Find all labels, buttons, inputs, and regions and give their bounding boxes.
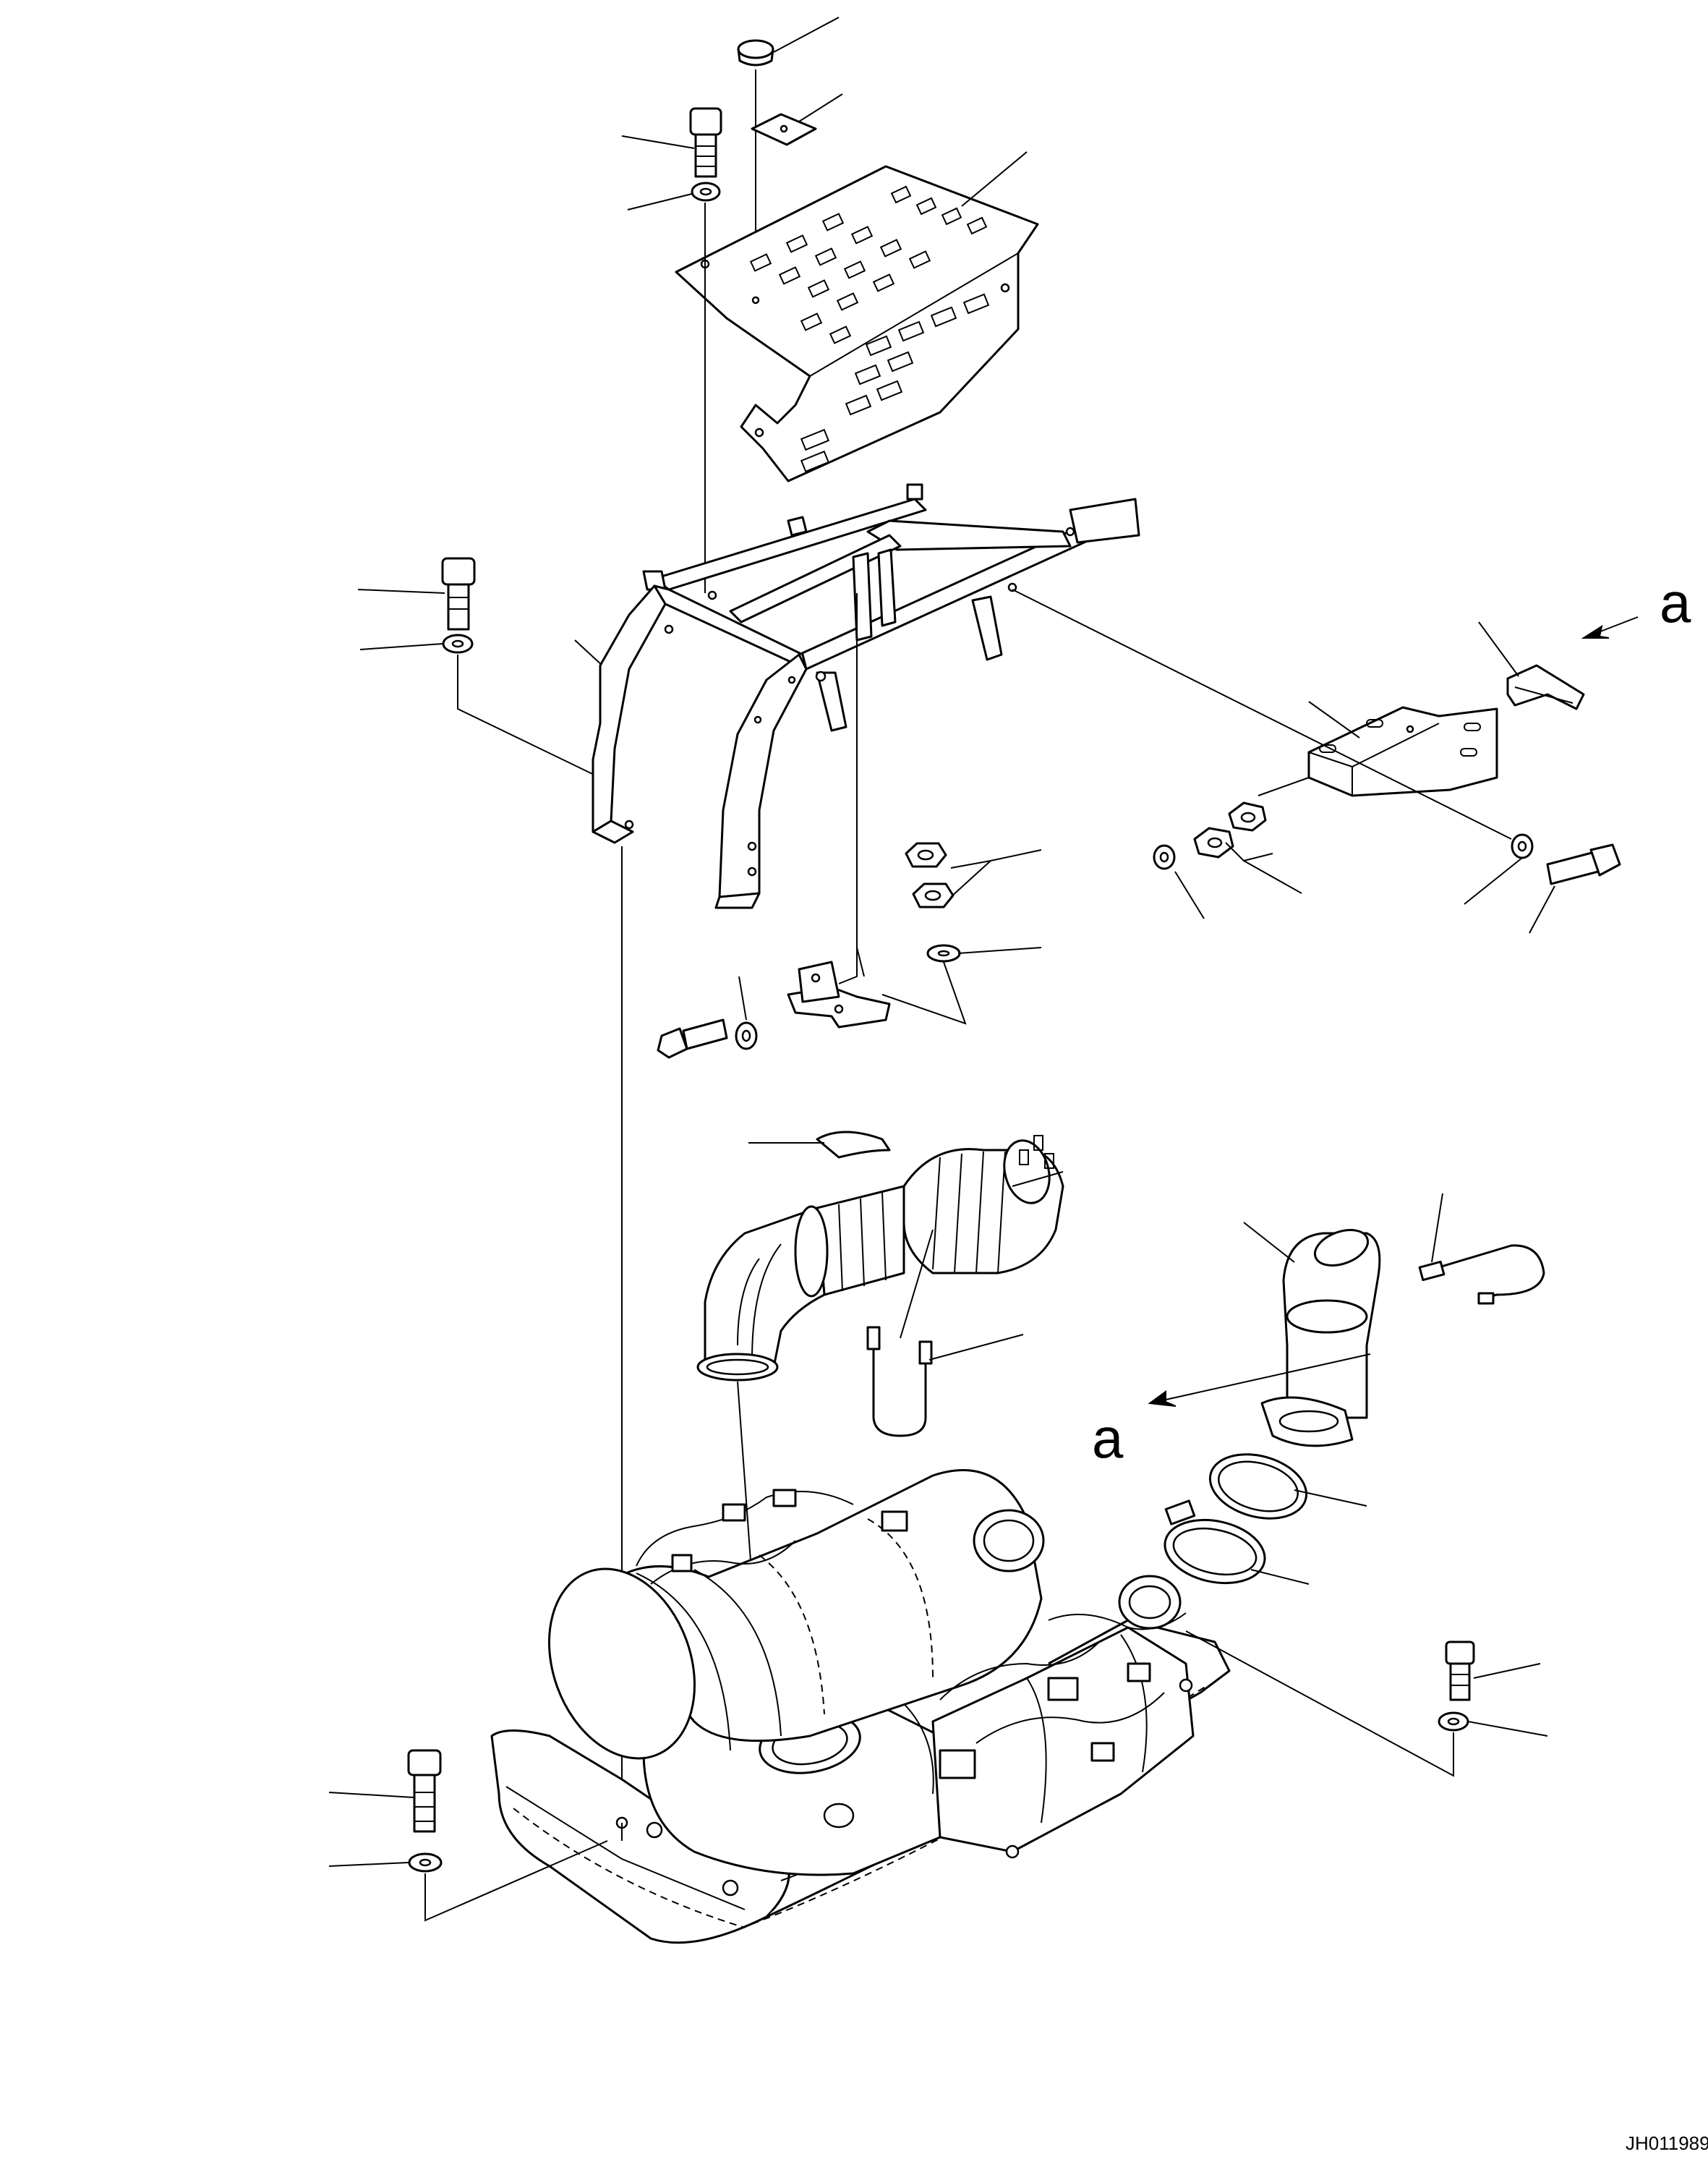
bolt-top <box>689 107 722 178</box>
washer-right-a <box>1153 844 1176 870</box>
pipe-clamp <box>1163 1499 1266 1585</box>
leader-lines-top <box>621 17 1028 593</box>
exhaust-bellows-pipe <box>696 1135 1064 1382</box>
bolt-bottom-left <box>407 1749 442 1833</box>
leader-lines-right <box>1012 589 1639 934</box>
washer-bottom-left <box>408 1852 443 1873</box>
outlet-elbow-pipe <box>1260 1229 1381 1447</box>
view-marker-top: a <box>1660 571 1691 634</box>
perforated-cover-plate <box>675 165 1039 482</box>
bolt-bottom-right <box>1445 1640 1475 1701</box>
support-frame <box>592 483 1140 909</box>
bolt-frame-left <box>441 557 476 631</box>
bolt-bracket <box>657 1018 728 1059</box>
leader-lines-pipe <box>737 1229 1024 1581</box>
u-bolt-right <box>1418 1244 1545 1305</box>
right-clip <box>1506 664 1585 710</box>
heat-shield-small <box>816 1131 891 1159</box>
washer-bracket <box>735 1021 758 1050</box>
washer-right-b <box>1511 833 1534 859</box>
view-marker-mid: a <box>1092 1406 1124 1470</box>
washer-bottom-right <box>1438 1711 1469 1732</box>
small-plate <box>751 113 817 146</box>
gasket-ring <box>1208 1453 1308 1520</box>
aftertreatment-unit <box>490 1469 1231 1944</box>
leader-lines-right-pipe <box>1148 1193 1443 1585</box>
washer-middle <box>926 944 961 963</box>
nuts-right <box>1193 801 1267 859</box>
u-pipe-sensor <box>866 1326 933 1437</box>
small-mount-bracket <box>787 961 891 1029</box>
bolt-right <box>1546 843 1621 885</box>
nuts-middle <box>905 842 955 908</box>
washer-top <box>691 182 721 202</box>
washer-frame-left <box>442 634 474 654</box>
right-mount-bracket <box>1307 706 1498 797</box>
leader-lines-middle <box>738 593 1042 1144</box>
leader-lines-bottom <box>328 1630 1548 1922</box>
drawing-code: JH011989-P <box>1626 2132 1708 2154</box>
